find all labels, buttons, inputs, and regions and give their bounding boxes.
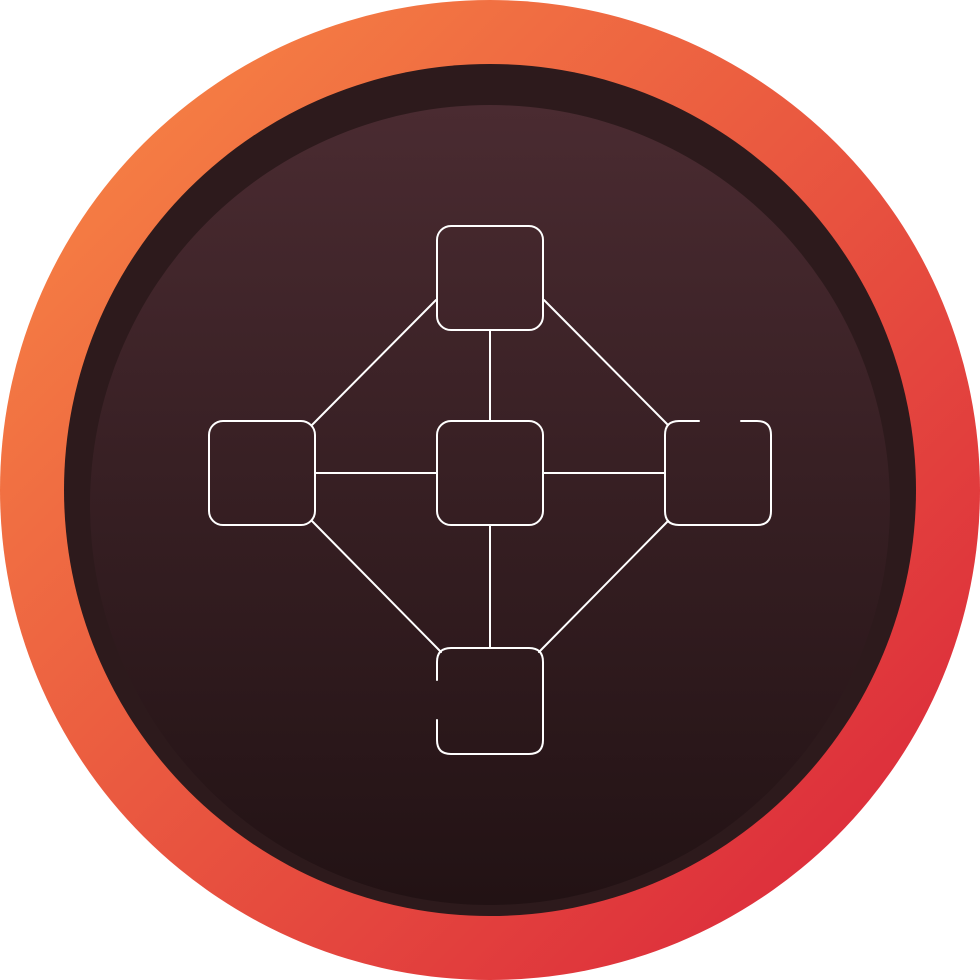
node-top [436, 225, 544, 331]
node-bottom [436, 647, 544, 755]
node-right [664, 420, 772, 526]
connector-right-bottom [538, 520, 669, 653]
connector-left-bottom [311, 520, 442, 653]
inner-disc [90, 105, 890, 905]
connector-top-right [543, 299, 669, 426]
network-diagram [208, 225, 772, 755]
node-left [208, 420, 316, 526]
node-center [436, 420, 544, 526]
connector-top-left [311, 299, 437, 426]
